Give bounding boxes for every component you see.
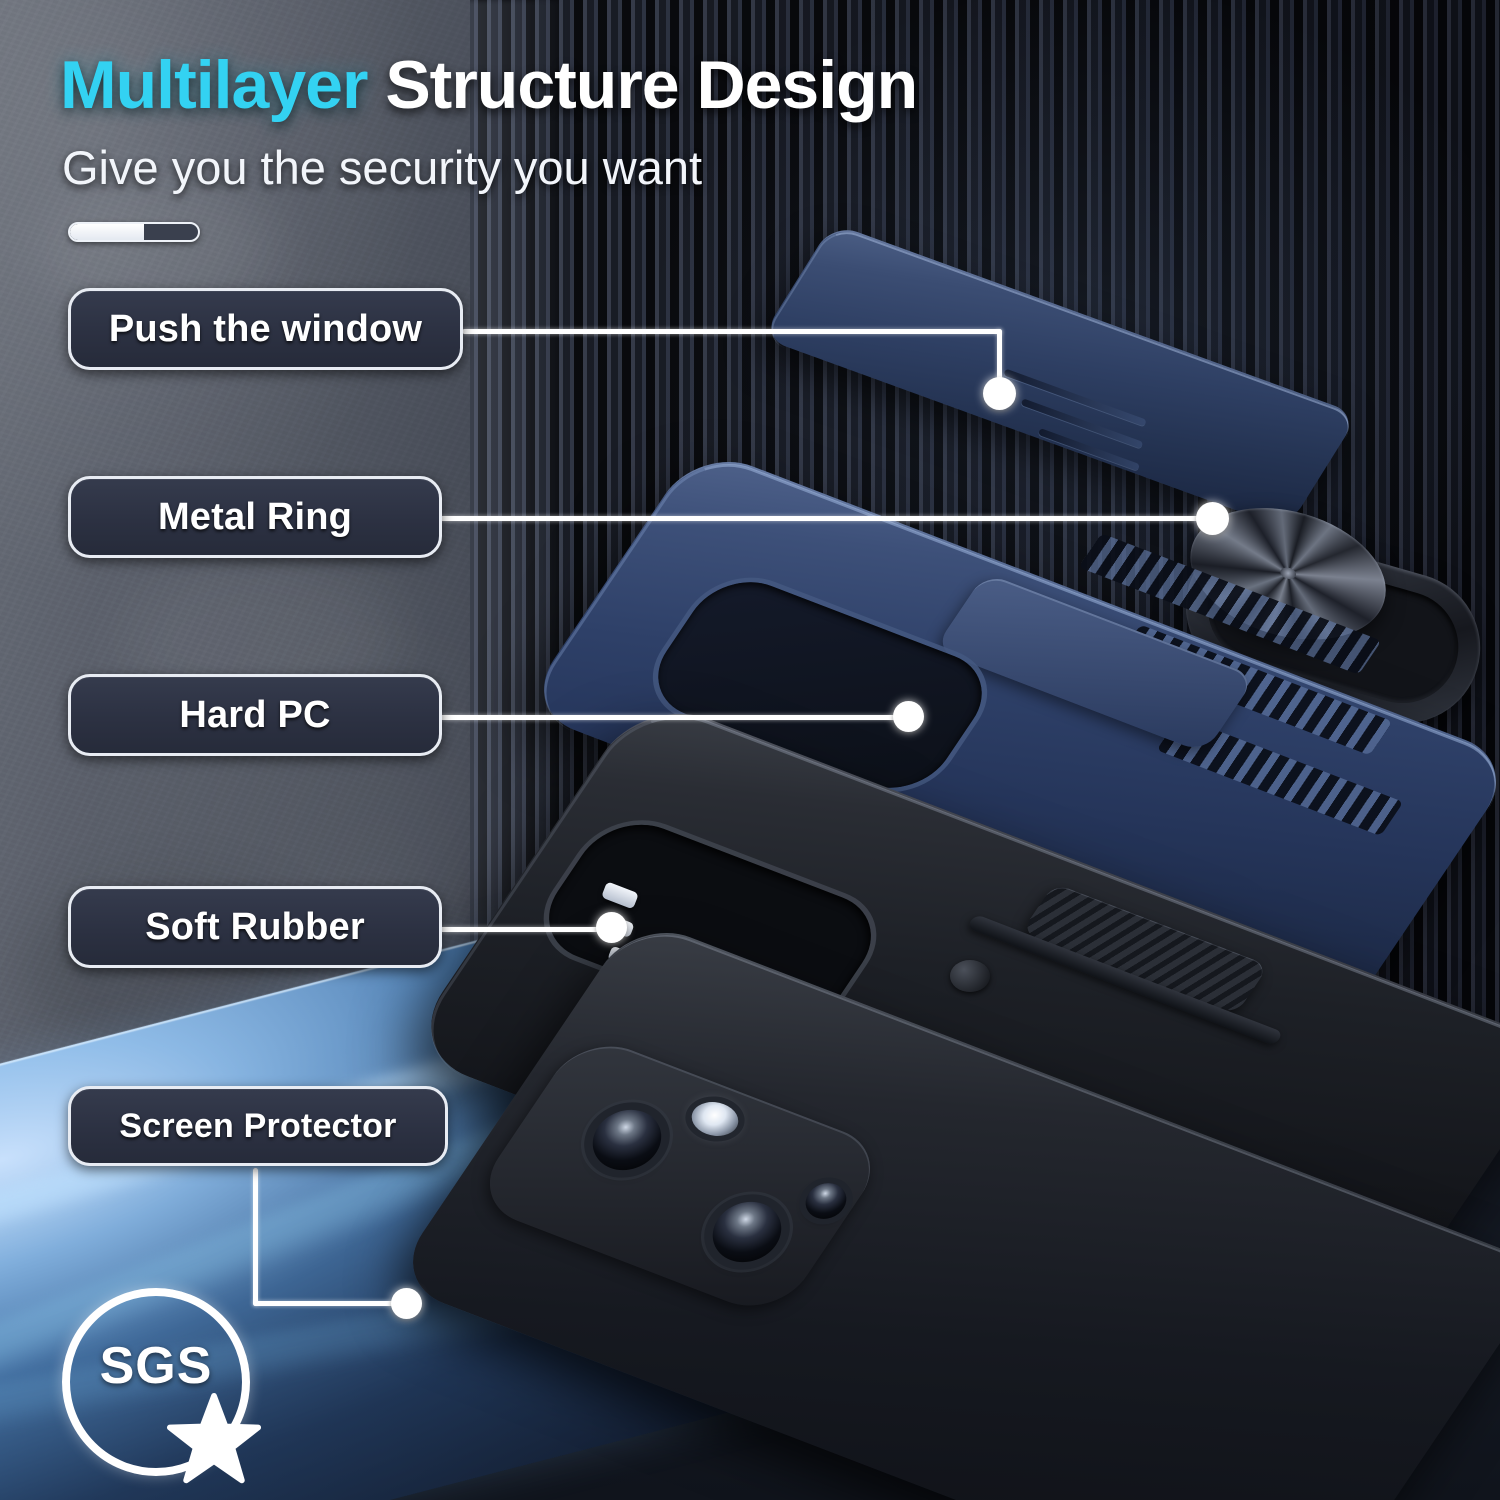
callout-label-metal-ring[interactable]: Metal Ring [68,476,442,558]
connector-line-soft-rubber [440,927,610,932]
page-title: Multilayer Structure Design [60,46,918,124]
connector-elbow-push-the-window [997,329,1002,387]
connector-line-hard-pc [440,715,910,720]
connector-elbow-screen-protector [253,1168,258,1306]
star-icon [166,1392,262,1484]
page-subtitle: Give you the security you want [62,141,703,194]
connector-line-screen-protector [253,1301,411,1306]
sgs-label: SGS [99,1337,213,1395]
callout-text-hard-pc: Hard PC [179,693,331,736]
callout-text-screen-protector: Screen Protector [119,1106,397,1145]
callout-label-push-the-window[interactable]: Push the window [68,288,463,370]
progress-indicator-fill [70,224,145,240]
phone-device [389,916,1500,1500]
connector-dot-hard-pc [893,701,924,732]
callout-text-push-the-window: Push the window [108,307,423,350]
page-title-accent: Multilayer [60,47,368,123]
connector-dot-push-the-window [983,377,1016,410]
connector-dot-metal-ring [1196,502,1229,535]
callout-label-soft-rubber[interactable]: Soft Rubber [68,886,442,968]
callout-text-metal-ring: Metal Ring [157,495,353,538]
soft-rubber-shell [402,693,1500,1500]
page-title-rest: Structure Design [367,47,918,123]
connector-dot-screen-protector [391,1288,422,1319]
connector-line-push-the-window [462,329,1002,334]
progress-indicator [68,222,200,242]
callout-label-hard-pc[interactable]: Hard PC [68,674,442,756]
connector-dot-soft-rubber [596,912,627,943]
sgs-certification-badge: SGS [62,1288,262,1484]
callout-label-screen-protector[interactable]: Screen Protector [68,1086,448,1166]
callout-text-soft-rubber: Soft Rubber [145,905,365,948]
sgs-circle-icon [62,1288,250,1476]
connector-line-metal-ring [440,516,1210,521]
